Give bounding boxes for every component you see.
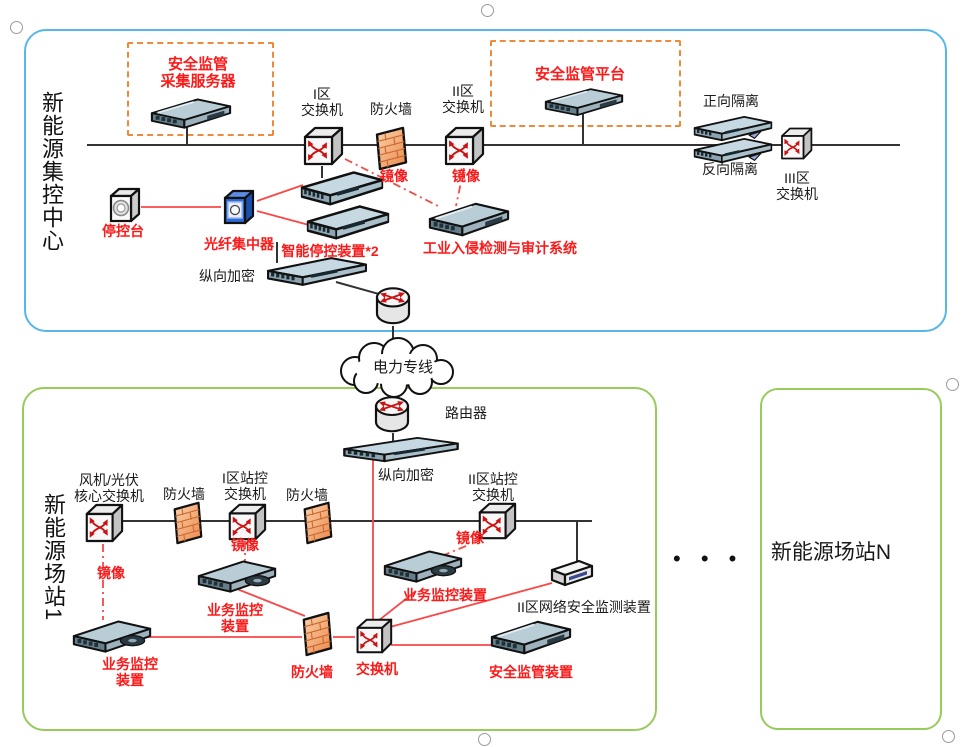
reverse-isolation-icon: [693, 137, 773, 164]
zone2-switch-label: II区交换机: [442, 83, 484, 115]
bottom-firewall3-label: 防火墙: [291, 664, 333, 680]
mirror-label-5: 镜像: [456, 530, 484, 546]
bottom-firewall2-icon: [303, 501, 333, 545]
security-device-label: 安全监管装置: [489, 664, 573, 680]
bizmonitor2-label: 业务监控装置: [207, 602, 263, 634]
wan-cloud-shape: [340, 337, 454, 398]
selection-handle-top-center[interactable]: [481, 4, 494, 17]
forward-isolation-label: 正向隔离: [703, 93, 759, 109]
core-switch-label: 风机/光伏核心交换机: [74, 472, 144, 504]
zone2-netmonitor-label: II区网络安全监测装置: [517, 599, 651, 615]
zone3-switch-icon: [782, 129, 811, 159]
lan-switch-label: 交换机: [356, 661, 398, 677]
mirror-links: [102, 158, 467, 620]
smart-stop-label: 智能停控装置*2: [281, 243, 379, 259]
zone3-switch-label: III区交换机: [776, 170, 818, 202]
station1-title: 新能源场站1: [41, 493, 66, 622]
control-center-title: 新能源集控中心: [39, 91, 64, 252]
link-switch-netmonitor: [389, 582, 553, 628]
link-switch-bizmon3: [377, 590, 417, 622]
bottom-firewall1-label: 防火墙: [163, 486, 205, 502]
zone1-station-switch-label: I区站控交换机: [222, 470, 268, 502]
console-icon: [109, 187, 141, 223]
link-fiber-stop2: [256, 210, 310, 226]
zone1-switch-icon: [305, 128, 342, 164]
security-device-icon: [490, 620, 572, 655]
mirror-label-2: 镜像: [452, 168, 480, 184]
fiber-concentrator-icon: [223, 189, 255, 225]
selection-handle-bottom-right[interactable]: [942, 730, 955, 743]
bizmonitor1-label: 业务监控装置: [102, 656, 158, 688]
selection-handle-top-left[interactable]: [10, 21, 23, 34]
platform-label: 安全监管平台: [534, 66, 626, 83]
platform-server-icon: [544, 88, 624, 117]
bizmonitor3-label: 业务监控装置: [403, 587, 487, 603]
smart-stop-device1-icon: [300, 170, 384, 207]
bottom-firewall3-icon: [302, 611, 333, 657]
router2-icon: [376, 397, 408, 431]
router1-icon: [377, 288, 409, 323]
bizmonitor1-icon: [72, 620, 152, 653]
ids-label: 工业入侵检测与审计系统: [423, 240, 577, 256]
mirror-label-3: 镜像: [97, 565, 125, 581]
station1-region: [22, 387, 657, 731]
collector-server-label: 安全监管采集服务器: [160, 56, 236, 90]
zone1-station-switch-icon: [230, 505, 265, 539]
platform-dashed-box: [490, 40, 681, 127]
wan-cloud-label: 电力专线: [372, 359, 434, 376]
forward-isolation-icon: [693, 115, 773, 142]
mirror-label-1: 镜像: [380, 168, 408, 184]
console-label: 停控台: [102, 223, 144, 239]
zone1-switch-label: I区交换机: [301, 86, 343, 118]
control-center-region: [24, 29, 947, 332]
router2-label: 路由器: [445, 405, 487, 421]
encryption2-icon: [342, 436, 460, 463]
zone2-station-switch-label: II区站控交换机: [468, 471, 518, 503]
selection-handle-bottom-center[interactable]: [478, 733, 491, 746]
encryption1-icon: [266, 256, 368, 287]
stationN-title: 新能源场站N: [770, 541, 892, 564]
link-bizmon2-firewall3: [236, 588, 306, 617]
link-fiber-stop1: [256, 184, 304, 202]
reverse-isolation-label: 反向隔离: [702, 161, 758, 177]
zone2-netmonitor-icon: [550, 559, 594, 587]
mirror-label-4: 镜像: [231, 537, 259, 553]
selection-handle-right[interactable]: [946, 378, 959, 391]
lan-switch-icon: [358, 620, 392, 653]
stationN-region: [760, 388, 942, 730]
bottom-firewall2-label: 防火墙: [286, 487, 328, 503]
link-mirror-z2station-bizmon3: [436, 545, 467, 559]
fiber-concentrator-label: 光纤集中器: [204, 236, 274, 252]
collector-server-icon: [150, 98, 232, 129]
encryption1-label: 纵向加密: [199, 268, 255, 284]
top-firewall-label: 防火墙: [370, 101, 412, 117]
smart-stop-device2-icon: [306, 204, 390, 241]
bizmonitor2-icon: [197, 560, 277, 593]
link-mirror-zone2-ids: [455, 167, 465, 207]
zone2-switch-icon: [446, 128, 483, 164]
ellipsis-dots: • • •: [673, 546, 744, 571]
bottom-firewall1-icon: [173, 501, 203, 545]
bizmonitor3-icon: [383, 550, 463, 583]
red-links: [141, 184, 553, 646]
collector-dashed-box: [127, 42, 274, 136]
encryption2-label: 纵向加密: [378, 467, 434, 483]
ids-server-icon: [428, 202, 510, 237]
zone2-station-switch-icon: [480, 504, 515, 538]
top-firewall-icon: [375, 126, 408, 171]
core-switch-icon: [87, 505, 122, 541]
